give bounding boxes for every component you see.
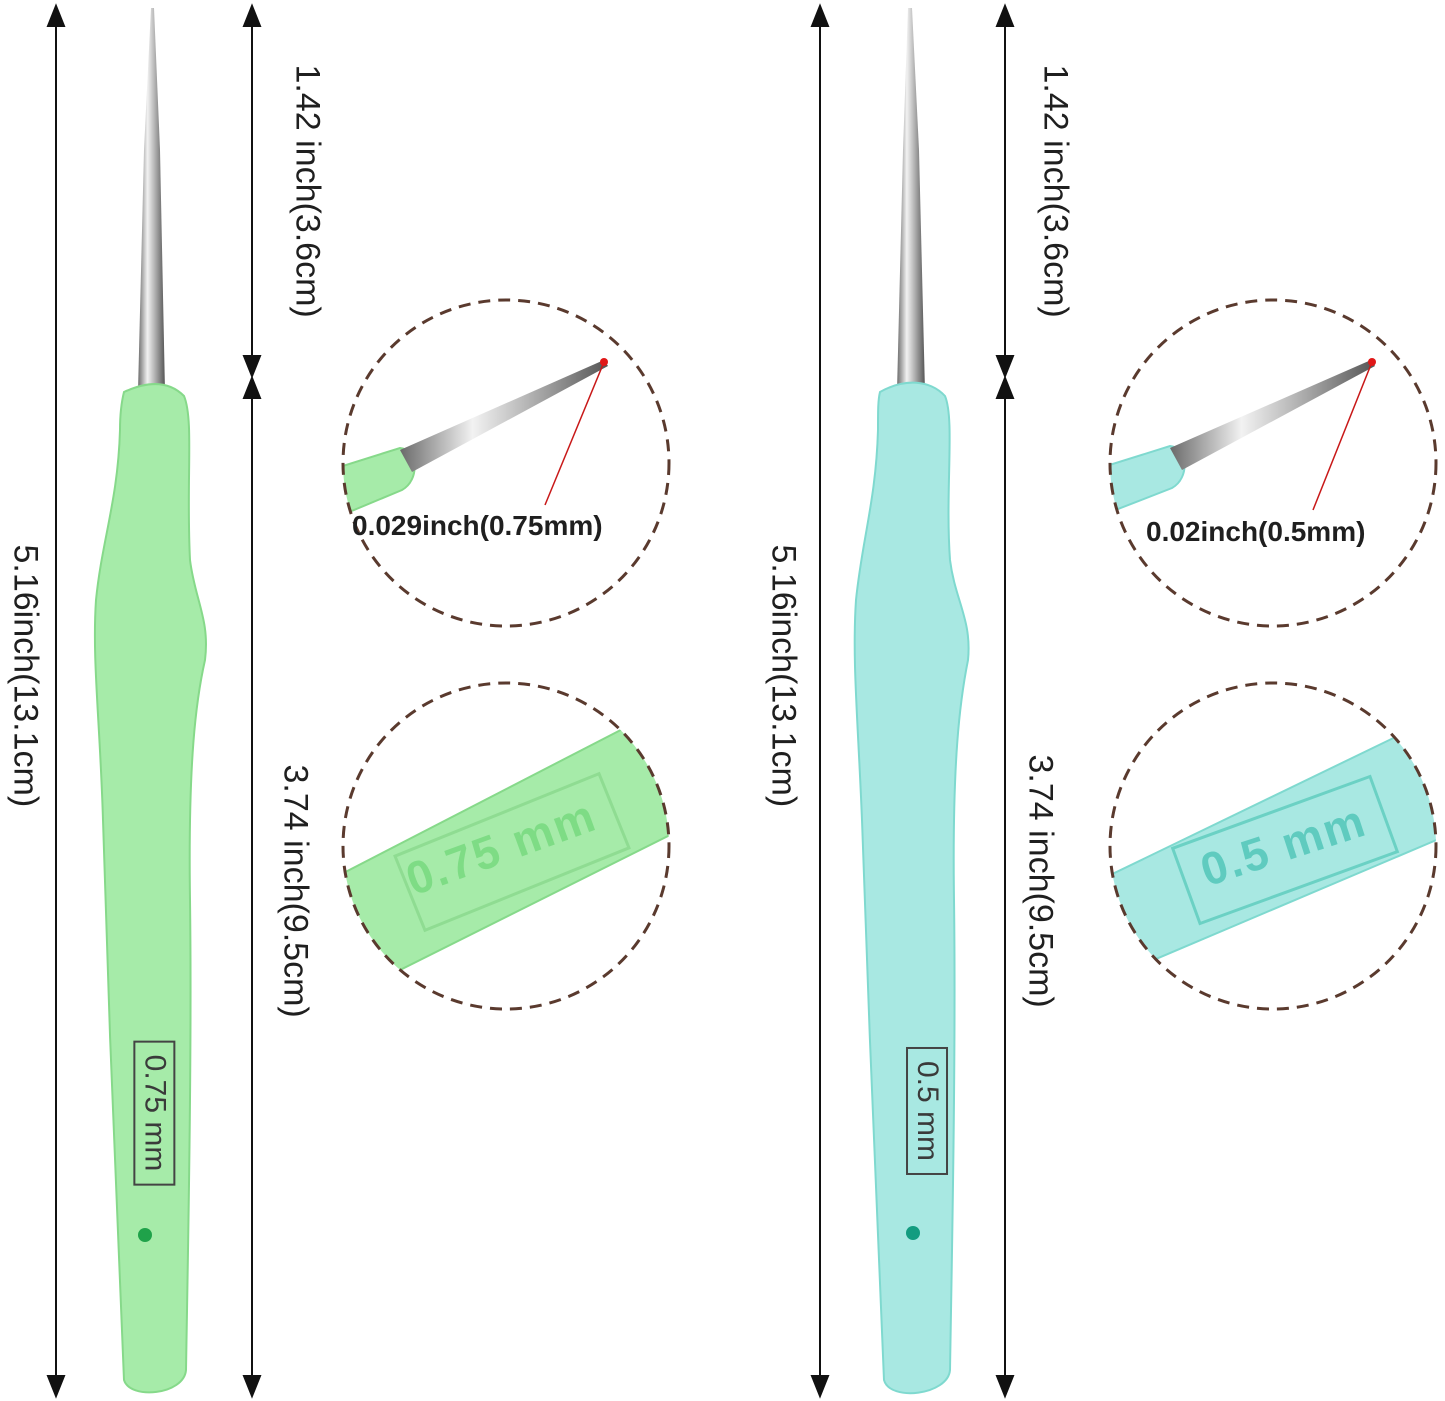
needle-0	[138, 8, 165, 392]
tip-length-label-1: 1.42 inch(3.6cm)	[1036, 64, 1075, 318]
handle-length-label-0: 3.74 inch(9.5cm)	[276, 764, 315, 1018]
needle-1	[897, 8, 925, 392]
handle-dot-1	[906, 1226, 920, 1240]
handle-length-label-1: 3.74 inch(9.5cm)	[1021, 754, 1060, 1008]
handle-marking-1: 0.5 mm	[906, 1046, 949, 1176]
hook-1	[853, 8, 970, 1395]
total-length-label-0: 5.16inch(13.1cm)	[6, 544, 45, 808]
handle-marking-0: 0.75 mm	[133, 1040, 176, 1186]
handle-dot-0	[138, 1228, 152, 1242]
tip-diameter-label-1: 0.02inch(0.5mm)	[1146, 516, 1366, 547]
handle-0	[93, 383, 207, 1394]
dimension-arrows	[46, 3, 1015, 1399]
total-length-label-1: 5.16inch(13.1cm)	[764, 544, 803, 808]
hook-0	[93, 8, 207, 1394]
handle-zoom-1	[1108, 681, 1438, 1011]
tip-zoom-0	[341, 298, 671, 628]
tip-length-label-0: 1.42 inch(3.6cm)	[288, 64, 327, 318]
tip-diameter-label-0: 0.029inch(0.75mm)	[352, 510, 603, 541]
handle-zoom-0	[341, 681, 671, 1011]
handle-1	[853, 381, 970, 1395]
tip-zoom-1	[1108, 298, 1438, 628]
